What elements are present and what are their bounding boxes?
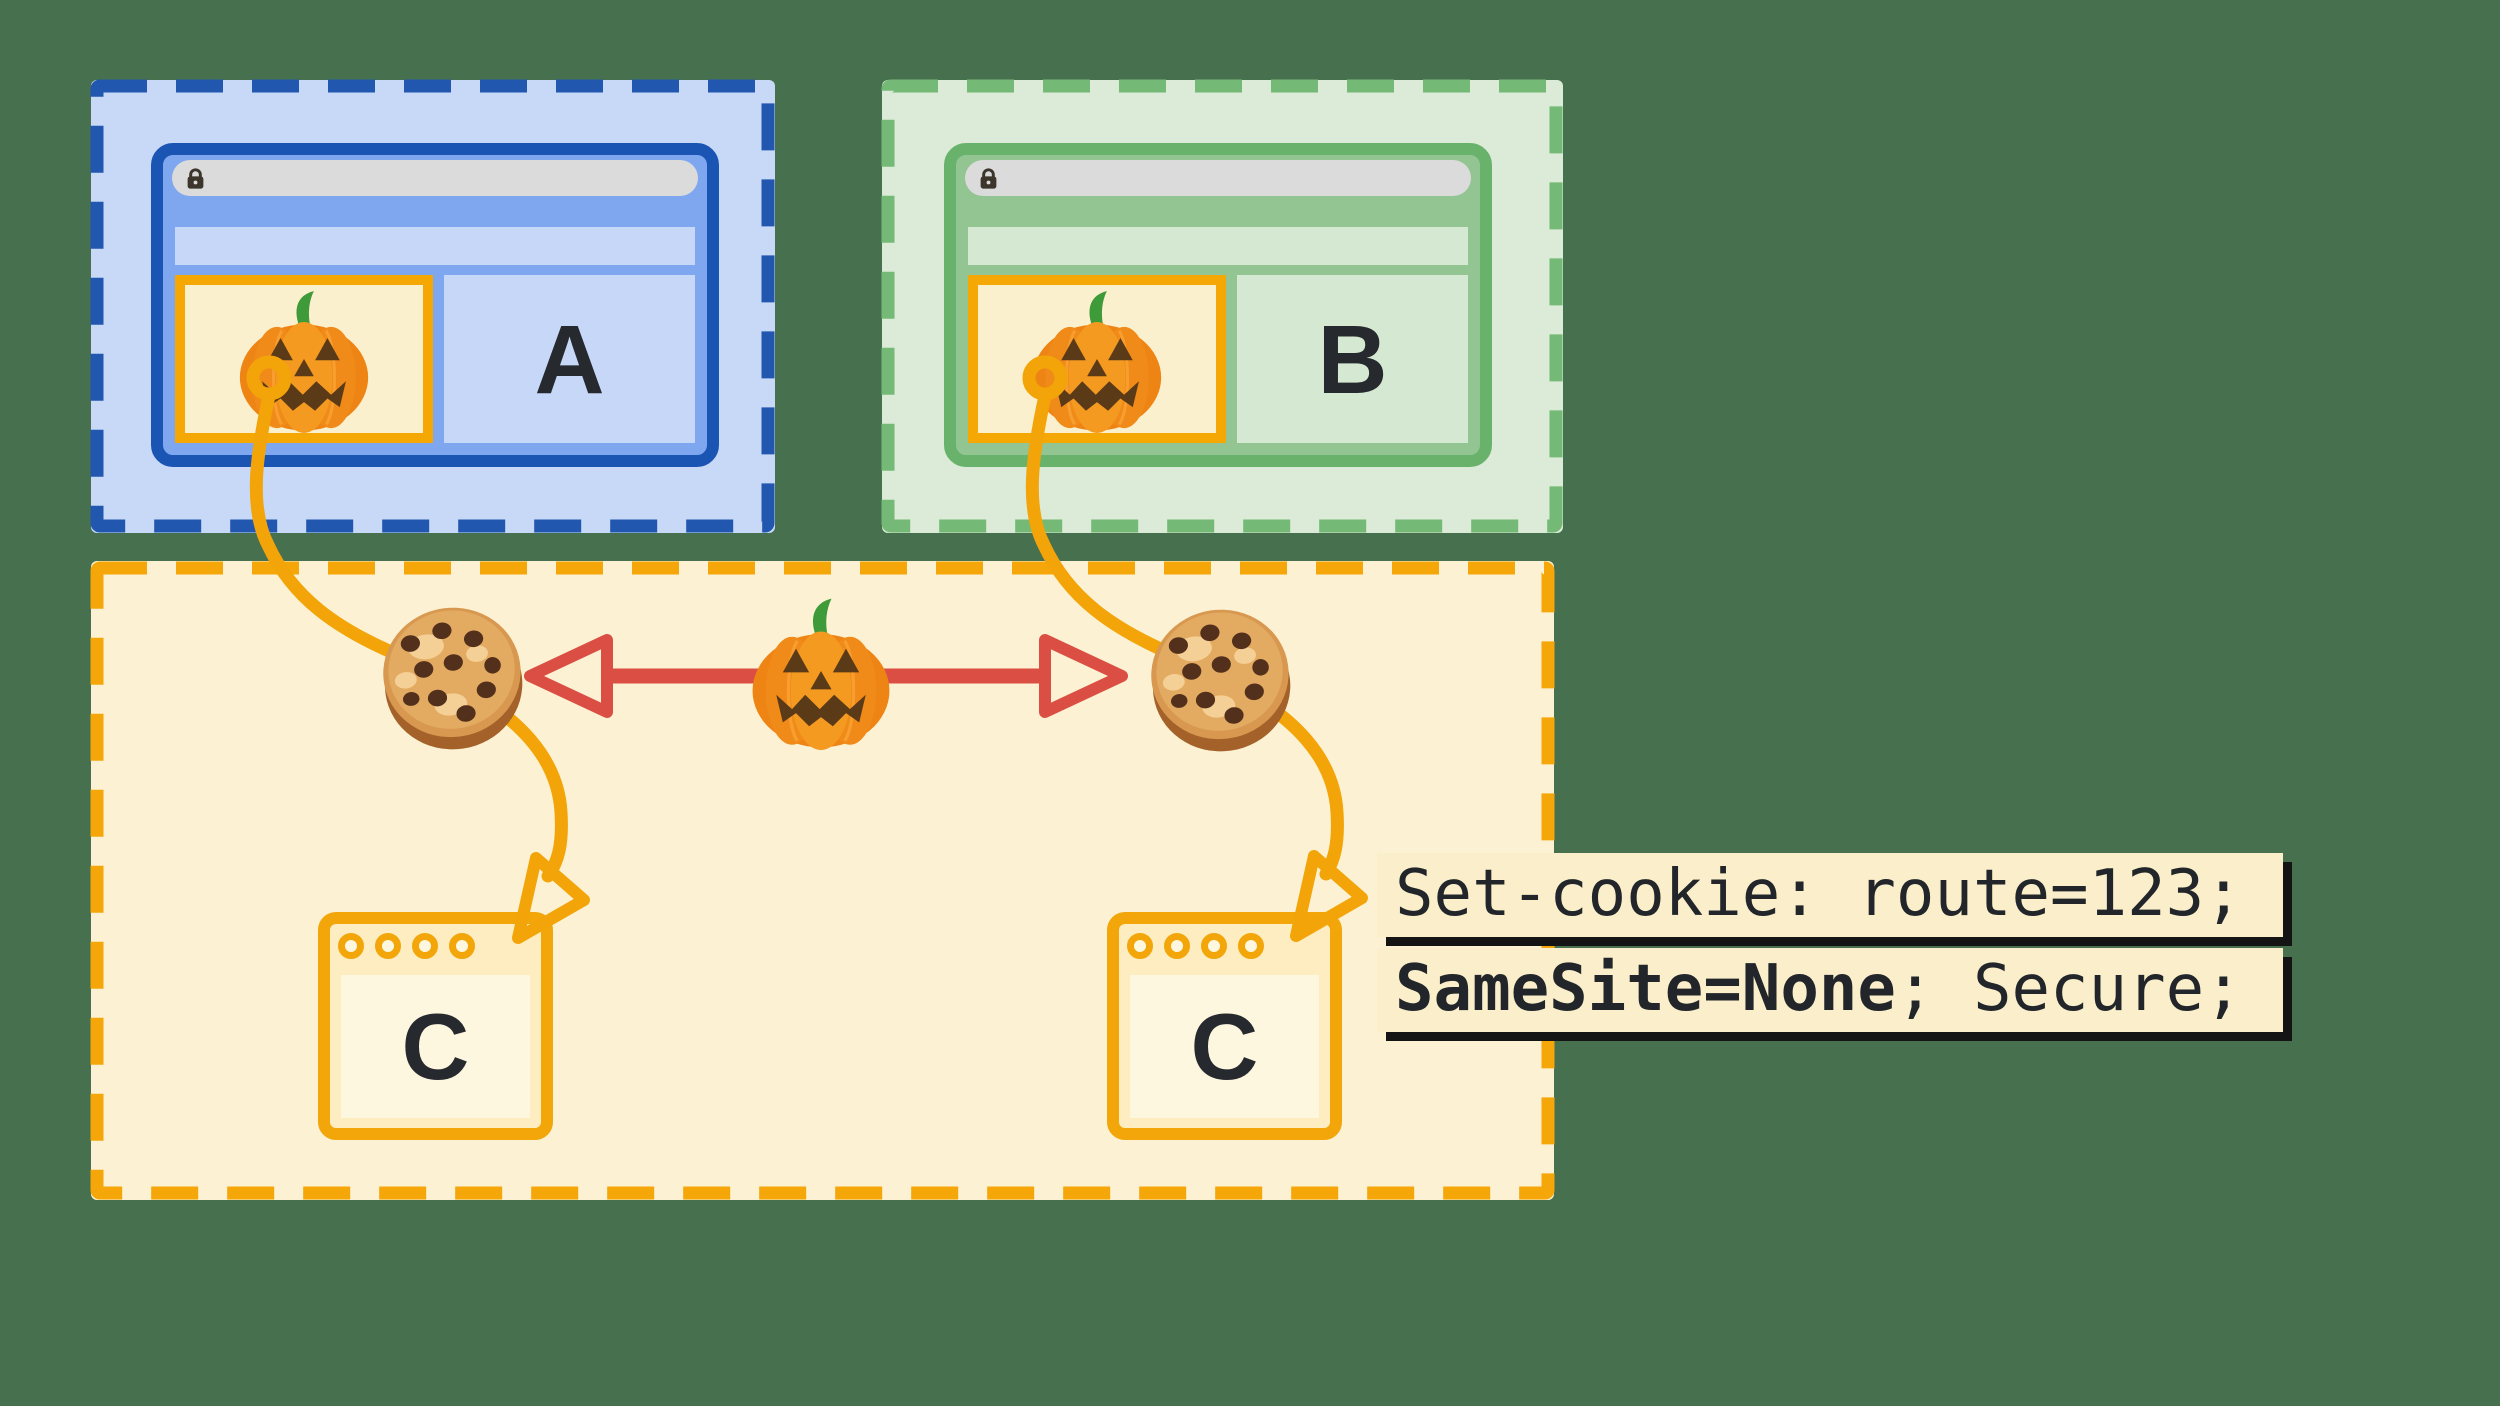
browser-window-a: A [151,143,719,467]
cookie-icon [370,594,535,764]
window-content: C [1130,975,1319,1118]
dot-icon [412,933,438,959]
address-bar [965,160,1471,196]
page-banner [175,227,695,265]
dot-icon [1127,933,1153,959]
cookie-icon [1138,596,1303,766]
page-content-row: B [968,275,1468,443]
dot-icon [1164,933,1190,959]
browser-window-b: B [944,143,1492,467]
lock-icon [186,168,205,191]
dot-icon [1238,933,1264,959]
set-cookie-header-line-1: Set-cookie: route=123; [1377,853,2283,937]
code-text: Set-cookie: route=123; [1395,857,2243,931]
third-party-iframe [968,275,1226,443]
window-content: C [341,975,530,1118]
pumpkin-icon [742,592,900,755]
window-dots [1127,933,1264,959]
page-banner [968,227,1468,265]
third-party-iframe [175,275,433,443]
site-label-c-right: C [1190,993,1259,1099]
site-c-window-right: C [1107,912,1342,1140]
dot-icon [1201,933,1227,959]
address-bar [172,160,698,196]
site-label-b: B [1317,304,1388,414]
site-content-panel: B [1237,275,1468,443]
dot-icon [338,933,364,959]
pumpkin-icon [238,289,370,433]
site-content-panel: A [444,275,695,443]
page-content-row: A [175,275,695,443]
lock-icon [979,168,998,191]
pumpkin-icon [1031,289,1163,433]
dot-icon [449,933,475,959]
dot-icon [375,933,401,959]
site-c-window-left: C [318,912,553,1140]
set-cookie-header-line-2: SameSite=None; Secure; [1377,948,2283,1032]
window-dots [338,933,475,959]
code-text-samesite: SameSite=None [1395,952,1896,1026]
site-label-a: A [534,304,605,414]
site-label-c-left: C [401,993,470,1099]
code-text-secure: ; Secure; [1895,952,2243,1026]
